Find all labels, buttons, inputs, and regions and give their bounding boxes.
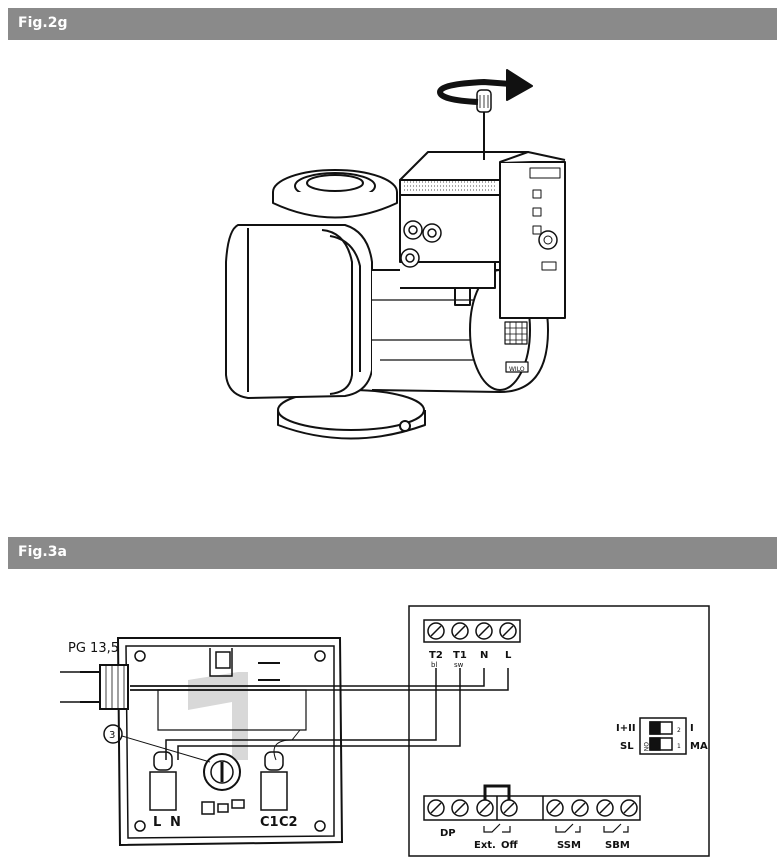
dip-label-i-ii: I+II (616, 723, 636, 734)
terminal-t2-sub: bl (431, 661, 437, 669)
dip-switch (639, 717, 687, 755)
wire-t2 (165, 668, 437, 760)
terminal-t1: T1 (453, 650, 467, 661)
wire-l (130, 668, 509, 691)
callout-number: 3 (109, 730, 115, 741)
screwdriver (476, 89, 492, 160)
label-ssm: SSM (557, 840, 581, 851)
dip-number-2: 2 (677, 727, 681, 734)
top-terminal-block (423, 619, 521, 643)
control-box (408, 605, 710, 857)
terminal-t1-sub: sw (454, 661, 464, 669)
terminal-n: N (480, 650, 488, 661)
dip-number-1: 1 (677, 743, 681, 750)
cable-glands (400, 220, 442, 268)
module-terminal-n: N (170, 815, 181, 830)
fig-2g-title: Fig.2g (18, 15, 68, 31)
dip-label-sl: SL (620, 741, 634, 752)
wire-t1 (177, 668, 461, 760)
rotation-arrow (437, 79, 511, 105)
fig-3a-header: Fig.3a (8, 537, 777, 569)
fig-3a-title: Fig.3a (18, 544, 67, 560)
fig-2g-header: Fig.2g (8, 8, 777, 40)
wire-n (130, 668, 485, 687)
bottom-terminal-block (423, 784, 641, 833)
dip-label-i: I (690, 723, 694, 734)
terminal-t2: T2 (429, 650, 443, 661)
terminal-l: L (505, 650, 512, 661)
module-panel (499, 161, 566, 319)
label-off: Off (501, 840, 519, 851)
module-terminal-c1: C1 (260, 815, 279, 830)
label-ext: Ext. (474, 840, 496, 851)
dip-on-label: ON (642, 742, 649, 751)
brand-logo: WILO (509, 366, 525, 373)
label-sbm: SBM (605, 840, 630, 851)
cable-gland-label: PG 13,5 (68, 641, 119, 656)
terminal-housing (116, 637, 344, 847)
label-dp: DP (440, 828, 456, 839)
dip-label-ma: MA (690, 741, 708, 752)
module-terminal-c2: C2 (279, 815, 298, 830)
module-terminal-l: L (153, 815, 161, 830)
pump-housing (225, 224, 373, 399)
